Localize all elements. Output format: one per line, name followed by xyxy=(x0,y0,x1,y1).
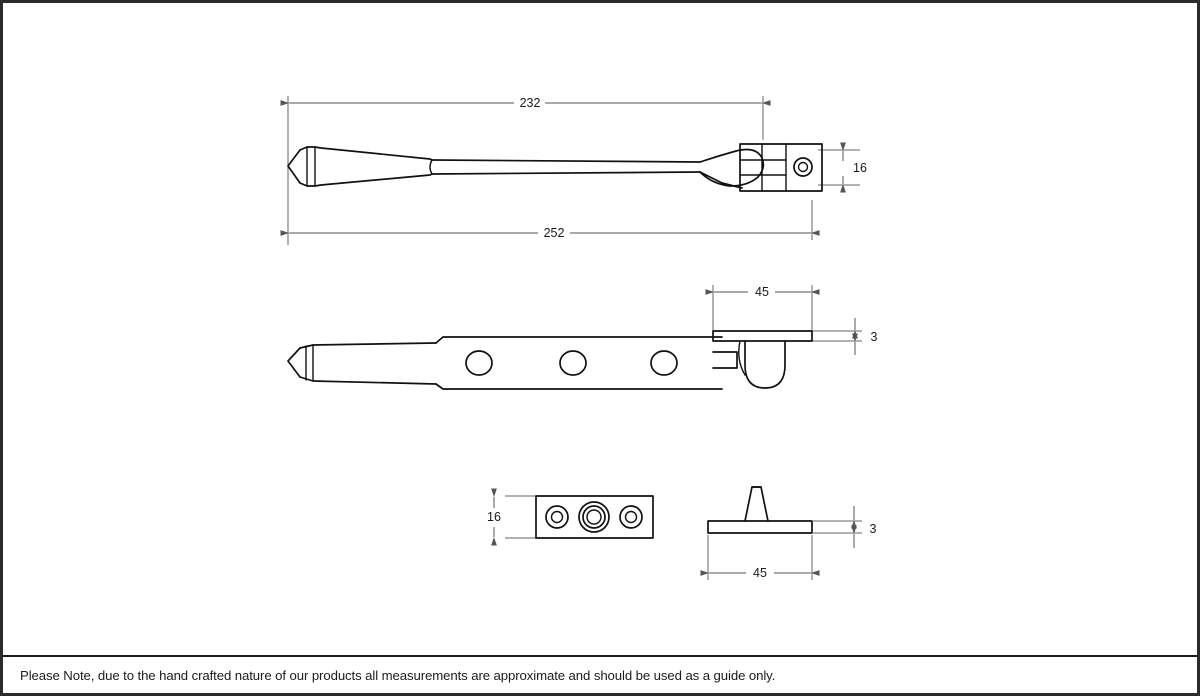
pin-plate-side-group: 3 45 xyxy=(700,486,877,580)
dimension-label-16-plate: 16 xyxy=(487,510,501,524)
plate-screw-hole-right-outer xyxy=(619,505,643,529)
plate-screw-hole-right-inner xyxy=(624,510,638,524)
plate-pin-hole-mid xyxy=(582,505,606,529)
side-hook-catch xyxy=(744,340,786,389)
dimension-3-side: 3 xyxy=(812,318,878,355)
side-top-flat-bar xyxy=(712,330,813,342)
side-hole-2 xyxy=(559,350,587,376)
footer-note-bar: Please Note, due to the hand crafted nat… xyxy=(0,657,1200,693)
stay-arm-top-edge xyxy=(299,146,433,161)
pivot-screw-inner xyxy=(797,161,809,173)
plate-pin-hole-outer xyxy=(578,501,610,533)
frame-border-bottom xyxy=(0,693,1200,696)
dimension-label-3-plate: 3 xyxy=(870,522,877,536)
pin-plate-plan-group: 16 xyxy=(487,488,654,546)
technical-drawing-canvas: 232 252 16 xyxy=(280,96,878,580)
stay-arm-bottom-edge xyxy=(299,173,433,187)
pivot-screw-outer xyxy=(793,157,813,177)
stay-bulb-tail xyxy=(699,171,743,189)
pin-plate-outline xyxy=(535,495,654,539)
footer-note-text: Please Note, due to the hand crafted nat… xyxy=(20,667,776,683)
stay-knuckle-block xyxy=(739,143,823,192)
dimension-label-16-plan: 16 xyxy=(853,161,867,175)
side-hook-inner-line xyxy=(738,340,746,376)
side-tip-point xyxy=(287,347,301,378)
side-hole-1 xyxy=(465,350,493,376)
stay-arm-shaft-top xyxy=(431,159,701,163)
dimension-label-252: 252 xyxy=(544,226,565,240)
dimension-3-plate: 3 xyxy=(812,506,877,548)
side-end-tab xyxy=(712,351,738,369)
plate-pin-hole-inner xyxy=(586,509,602,525)
dimension-45-side: 45 xyxy=(705,285,820,299)
stay-bulb-head xyxy=(699,148,765,187)
dimension-label-45-side: 45 xyxy=(755,285,769,299)
dimension-label-232: 232 xyxy=(520,96,541,110)
frame-border-top xyxy=(0,0,1200,3)
dimension-16-plan: 16 xyxy=(840,142,867,193)
stay-arm-taper-joint xyxy=(429,159,433,175)
plate-screw-hole-left-outer xyxy=(545,505,569,529)
side-arm-top xyxy=(299,342,437,349)
plate-screw-hole-left-inner xyxy=(550,510,564,524)
pin-taper-body xyxy=(744,486,769,522)
side-plate-bottom xyxy=(435,383,723,390)
pin-base-plate xyxy=(707,520,813,534)
side-plate-top xyxy=(435,336,723,344)
stay-arm-shaft-bottom xyxy=(431,171,701,175)
dimension-232: 232 xyxy=(280,96,771,110)
side-hole-3 xyxy=(650,350,678,376)
stay-tip-point xyxy=(287,149,301,184)
dimension-label-3-side: 3 xyxy=(871,330,878,344)
footer-divider xyxy=(3,655,1197,657)
side-arm-bottom xyxy=(299,376,437,385)
dimension-45-plate: 45 xyxy=(700,566,820,580)
side-view-group: 45 3 xyxy=(287,285,878,390)
dimension-252: 252 xyxy=(280,226,820,240)
frame-border-right xyxy=(1197,0,1200,696)
frame-border-left xyxy=(0,0,3,696)
dimension-label-45-plate: 45 xyxy=(753,566,767,580)
dimension-16-plate: 16 xyxy=(487,488,501,546)
plan-view-group: 232 252 16 xyxy=(280,96,867,245)
